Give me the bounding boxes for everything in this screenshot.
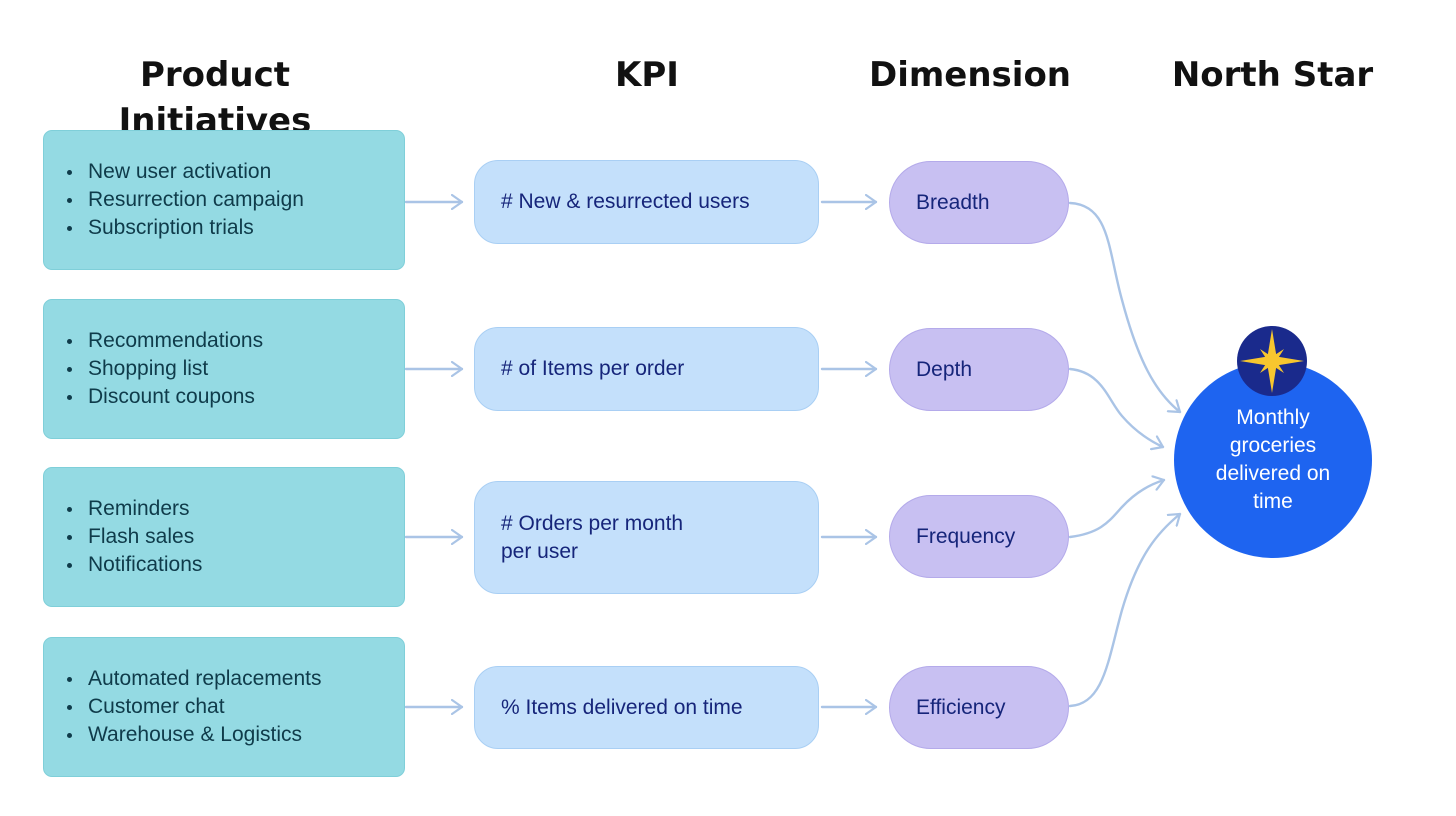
arrow-efficiency-to-north-star xyxy=(1068,512,1182,708)
initiative-item: Automated replacements xyxy=(64,665,321,693)
initiative-item: Reminders xyxy=(64,495,202,523)
kpi-box-3: # Orders per month per user xyxy=(474,481,819,594)
initiative-list-1: New user activation Resurrection campaig… xyxy=(64,158,304,242)
initiative-item: Flash sales xyxy=(64,523,202,551)
north-star-label: Monthly groceries delivered on time xyxy=(1215,406,1331,513)
initiative-item: Notifications xyxy=(64,551,202,579)
dimension-pill-1: Breadth xyxy=(889,161,1069,244)
initiative-item: Resurrection campaign xyxy=(64,186,304,214)
dimension-pill-2: Depth xyxy=(889,328,1069,411)
dimension-header: Dimension xyxy=(868,55,1072,95)
kpi-label: # Orders per month per user xyxy=(501,511,684,563)
initiative-item: Warehouse & Logistics xyxy=(64,721,321,749)
initiative-list-2: Recommendations Shopping list Discount c… xyxy=(64,327,263,411)
initiative-item: Discount coupons xyxy=(64,383,263,411)
dimension-pill-3: Frequency xyxy=(889,495,1069,578)
arrow-depth-to-north-star xyxy=(1068,367,1165,447)
initiative-box-1: New user activation Resurrection campaig… xyxy=(43,130,405,270)
kpi-box-4: % Items delivered on time xyxy=(474,666,819,749)
compass-star-icon xyxy=(1237,326,1307,396)
dimension-label: Depth xyxy=(916,357,973,381)
arrow-frequency-to-north-star xyxy=(1068,480,1166,539)
kpi-box-1: # New & resurrected users xyxy=(474,160,819,244)
initiative-item: New user activation xyxy=(64,158,304,186)
initiative-box-4: Automated replacements Customer chat War… xyxy=(43,637,405,777)
dimension-label: Breadth xyxy=(916,190,990,214)
initiative-list-4: Automated replacements Customer chat War… xyxy=(64,665,321,749)
initiative-item: Subscription trials xyxy=(64,214,304,242)
dimension-pill-4: Efficiency xyxy=(889,666,1069,749)
dimension-label: Efficiency xyxy=(916,695,1006,719)
initiative-box-2: Recommendations Shopping list Discount c… xyxy=(43,299,405,439)
kpi-box-2: # of Items per order xyxy=(474,327,819,411)
dimension-label: Frequency xyxy=(916,524,1016,548)
initiative-box-3: Reminders Flash sales Notifications xyxy=(43,467,405,607)
north-star-header: North Star xyxy=(1171,55,1374,95)
initiative-item: Customer chat xyxy=(64,693,321,721)
initiative-list-3: Reminders Flash sales Notifications xyxy=(64,495,202,579)
initiative-item: Recommendations xyxy=(64,327,263,355)
initiative-item: Shopping list xyxy=(64,355,263,383)
kpi-label: % Items delivered on time xyxy=(501,695,743,719)
kpi-label: # New & resurrected users xyxy=(501,190,750,213)
arrow-breadth-to-north-star xyxy=(1068,201,1182,414)
kpi-header: KPI xyxy=(615,55,679,95)
kpi-label: # of Items per order xyxy=(501,357,685,380)
